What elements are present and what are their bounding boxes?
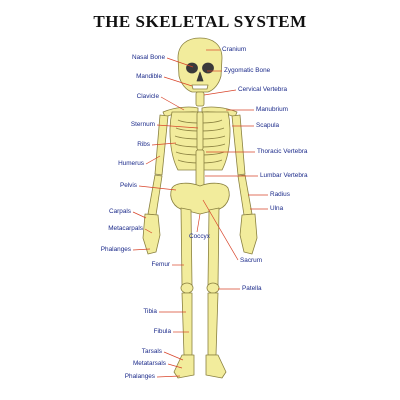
label-nasal-bone: Nasal Bone: [131, 54, 165, 61]
leader-lines: [132, 49, 268, 378]
label-carpals: Carpals: [108, 208, 131, 215]
label-cervical-vertebra: Cervical Vertebra: [238, 86, 288, 93]
right-eye-socket: [202, 62, 214, 74]
tibia-left: [181, 292, 193, 356]
sternum-bone: [196, 111, 204, 151]
patella-right: [206, 282, 220, 294]
label-fibula: Fibula: [153, 328, 171, 335]
label-sacrum: Sacrum: [240, 257, 263, 264]
femur-left: [180, 207, 193, 286]
label-tibia: Tibia: [143, 308, 157, 315]
label-zygomatic-bone: Zygomatic Bone: [224, 67, 271, 74]
forearm-left: [147, 174, 163, 216]
label-scapula: Scapula: [256, 122, 280, 129]
label-ulna: Ulna: [270, 205, 284, 212]
humerus-left: [154, 114, 169, 176]
teeth: [191, 84, 209, 90]
label-humerus: Humerus: [118, 160, 144, 167]
label-mandible: Mandible: [136, 73, 162, 80]
label-manubrium: Manubrium: [256, 106, 288, 113]
hand-left: [142, 213, 161, 255]
label-pelvis: Pelvis: [119, 182, 137, 189]
label-metatarsals: Metatarsals: [132, 360, 166, 367]
label-patella: Patella: [242, 285, 262, 292]
foot-right: [205, 354, 227, 379]
label-lumbar-vertebra: Lumbar Vertebra: [260, 172, 308, 179]
foot-left: [173, 354, 195, 379]
humerus-right: [231, 114, 246, 176]
label-phalanges-hand: Phalanges: [100, 246, 131, 253]
label-femur: Femur: [151, 261, 170, 268]
skeleton-figure: [142, 37, 258, 379]
label-coccyx: Coccyx: [189, 233, 210, 240]
label-cranium: Cranium: [222, 46, 247, 53]
label-tarsals: Tarsals: [141, 348, 162, 355]
diagram-title: THE SKELETAL SYSTEM: [93, 12, 307, 31]
nasal-cavity: [196, 71, 204, 82]
label-metacarpals: Metacarpals: [108, 225, 143, 232]
pelvis-bone: [170, 182, 230, 215]
skull: [177, 37, 223, 93]
label-sternum: Sternum: [130, 121, 155, 128]
tibia-right: [207, 292, 219, 356]
label-ribs: Ribs: [137, 141, 150, 148]
hand-right: [239, 213, 258, 255]
spine: [195, 149, 205, 189]
femur-right: [207, 207, 220, 286]
label-radius: Radius: [270, 191, 290, 198]
label-thoracic-vertebra: Thoracic Vertebra: [257, 148, 308, 155]
label-phalanges-foot: Phalanges: [124, 373, 155, 380]
neck-vertebrae: [195, 91, 205, 107]
patella-left: [180, 282, 194, 294]
left-eye-socket: [186, 62, 198, 74]
label-clavicle: Clavicle: [136, 93, 159, 100]
